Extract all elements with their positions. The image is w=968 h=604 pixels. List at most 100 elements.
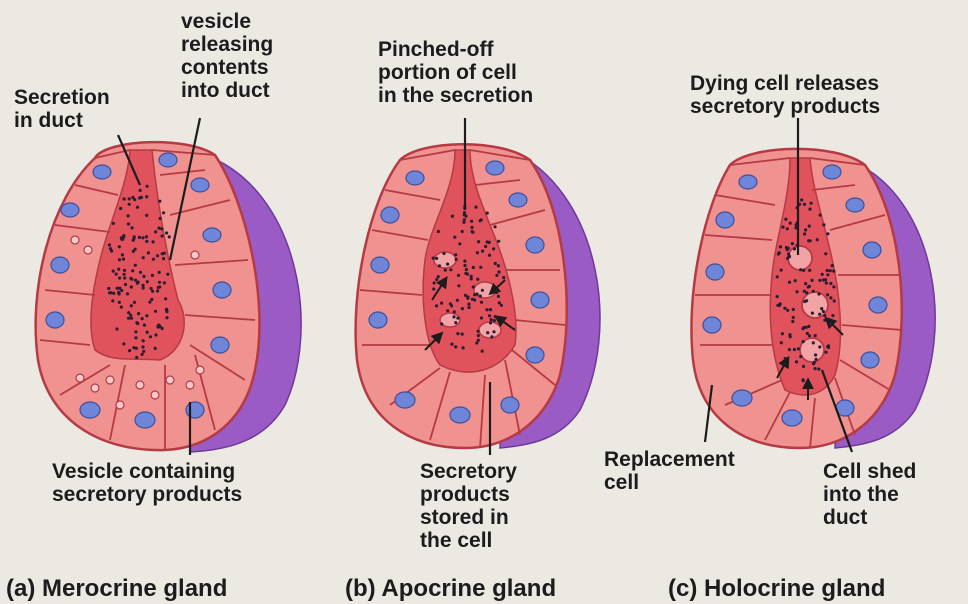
secretion-dot [141,284,144,287]
secretion-dot [787,252,790,255]
secretion-dot [495,291,498,294]
secretion-dot [147,251,150,254]
secretion-dot [819,214,822,217]
secretion-dot [492,330,495,333]
secretion-dot [138,196,141,199]
secretion-dot [480,316,483,319]
secretion-dot [156,254,159,257]
secretion-dot [489,308,492,311]
secretion-dot [119,207,122,210]
secretion-dot [145,240,148,243]
secretion-dot [127,317,130,320]
secretion-dot [148,301,151,304]
secretion-dot [139,189,142,192]
secretion-dot [444,269,447,272]
secretion-dot [829,323,832,326]
secretion-dot [471,231,474,234]
secretion-dot [467,303,470,306]
secretion-dot [488,314,491,317]
secretion-dot [778,251,781,254]
secretion-dot [788,255,791,258]
secretion-dot [479,219,482,222]
secretion-dot [446,309,449,312]
secretion-dot [489,321,492,324]
secretion-dot [497,264,500,267]
secretion-dot [449,268,452,271]
merocrine-gland-illustration [36,142,301,452]
label-cell-shed: Cell shed into the duct [823,460,916,529]
secretion-dot [802,269,805,272]
caption-holocrine: (c) Holocrine gland [668,576,885,602]
secretion-dot [463,211,466,214]
secretion-dot [811,312,814,315]
secretion-dot [800,198,803,201]
secretion-dot [461,230,464,233]
secretion-dot [822,310,825,313]
secretion-dot [490,318,493,321]
secretion-dot [831,314,834,317]
secretion-dot [134,279,137,282]
secretion-dot [142,256,145,259]
secretion-dot [133,235,136,238]
secretion-dot [466,273,469,276]
secretion-dot [454,321,457,324]
secretion-dot [833,299,836,302]
secretion-dot [812,362,815,365]
secretion-dot [154,347,157,350]
secretion-dot [127,222,130,225]
secretion-dot [121,253,124,256]
secretion-dot [134,264,137,267]
secretion-dot [481,289,484,292]
secretion-dot [807,239,810,242]
secretion-dot [142,339,145,342]
secretion-dot [141,236,144,239]
secretion-dot [115,273,118,276]
secretion-dot [118,276,121,279]
secretion-dot [116,287,119,290]
caption-merocrine: (a) Merocrine gland [6,576,227,602]
secretion-dot [783,307,786,310]
caption-apocrine: (b) Apocrine gland [345,576,556,602]
secretion-dot [804,228,807,231]
secretion-dot [802,379,805,382]
secretion-dot [452,315,455,318]
secretion-dot [497,240,500,243]
secretion-dot [805,299,808,302]
secretion-dot [818,279,821,282]
secretion-dot [472,285,475,288]
secretion-dot [780,341,783,344]
secretion-dot [124,283,127,286]
secretion-dot [826,273,829,276]
secretion-dot [134,330,137,333]
secretion-dot [803,203,806,206]
secretion-dot [789,335,792,338]
secretion-dot [817,368,820,371]
secretion-dot [804,282,807,285]
secretion-dot [163,281,166,284]
secretion-dot [130,285,133,288]
secretion-dot [824,351,827,354]
secretion-dot [493,225,496,228]
label-dying-cell: Dying cell releases secretory products [690,72,880,118]
secretion-dot [143,324,146,327]
secretion-dot [440,302,443,305]
secretion-dot [485,308,488,311]
secretion-dot [108,291,111,294]
secretion-dot [822,223,825,226]
secretion-dot [492,247,495,250]
secretion-dot [818,313,821,316]
secretion-dot [481,350,484,353]
secretion-dot [164,297,167,300]
secretion-dot [146,331,149,334]
secretion-dot [799,355,802,358]
secretion-dot [473,298,476,301]
secretion-dot [141,353,144,356]
secretion-dot [162,211,165,214]
secretion-dot [142,350,145,353]
secretion-dot [811,279,814,282]
secretion-dot [432,257,435,260]
secretion-dot [145,214,148,217]
secretion-dot [805,291,808,294]
secretion-dot [135,347,138,350]
secretion-dot [470,226,473,229]
